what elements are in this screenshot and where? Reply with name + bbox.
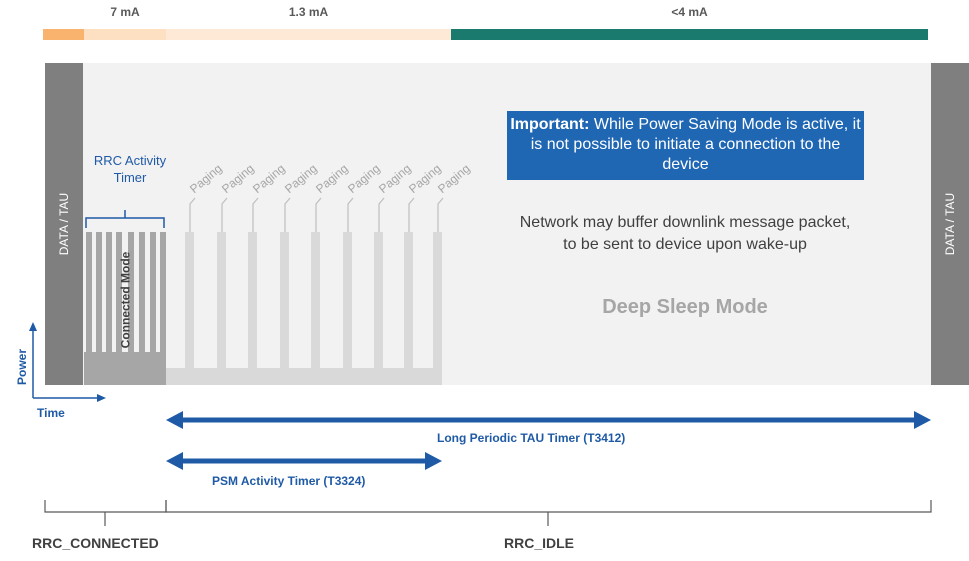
important-notice: Important: While Power Saving Mode is ac… bbox=[507, 111, 864, 180]
current-bar-psm bbox=[451, 29, 928, 40]
data-tau-column-right: DATA / TAU bbox=[931, 63, 969, 385]
paging-pulse bbox=[280, 232, 289, 368]
connected-mode-base bbox=[84, 352, 166, 385]
power-axis-label: Power bbox=[15, 348, 30, 386]
paging-pulse bbox=[433, 232, 442, 368]
deep-sleep-mode-label: Deep Sleep Mode bbox=[602, 296, 768, 318]
connected-pulse bbox=[96, 232, 102, 352]
paging-pulse bbox=[311, 232, 320, 368]
connected-pulse bbox=[106, 232, 112, 352]
current-bar-idle bbox=[166, 29, 451, 40]
tau-timer-label: Long Periodic TAU Timer (T3412) bbox=[437, 431, 626, 445]
data-tau-column-left: DATA / TAU bbox=[45, 63, 83, 385]
paging-pulse bbox=[248, 232, 257, 368]
rrc-idle-label: RRC_IDLE bbox=[504, 535, 575, 551]
current-label-connected: 7 mA bbox=[110, 5, 140, 19]
psm-timer-label: PSM Activity Timer (T3324) bbox=[212, 474, 366, 488]
connected-pulse bbox=[150, 232, 156, 352]
paging-pulse bbox=[343, 232, 352, 368]
connected-pulse bbox=[160, 232, 166, 352]
time-axis-label: Time bbox=[37, 406, 65, 420]
connected-pulse bbox=[116, 232, 122, 352]
connected-pulse bbox=[86, 232, 92, 352]
rrc-activity-timer-label: RRC Activity Timer bbox=[93, 153, 167, 185]
connected-pulse bbox=[139, 232, 145, 352]
current-bar-tau bbox=[43, 29, 84, 40]
idle-mode-base bbox=[166, 368, 442, 385]
connected-pulse bbox=[128, 232, 134, 352]
paging-pulse bbox=[185, 232, 194, 368]
paging-pulse bbox=[374, 232, 383, 368]
important-notice-text: While Power Saving Mode is active, it is… bbox=[530, 116, 861, 173]
paging-pulse bbox=[217, 232, 226, 368]
rrc-connected-label: RRC_CONNECTED bbox=[32, 535, 159, 551]
important-notice-heading: Important: bbox=[510, 116, 590, 133]
paging-pulse bbox=[404, 232, 413, 368]
current-bar-connected bbox=[84, 29, 166, 40]
current-label-psm: <4 mA bbox=[671, 5, 708, 19]
current-label-idle: 1.3 mA bbox=[288, 5, 329, 19]
network-buffer-note: Network may buffer downlink message pack… bbox=[519, 214, 851, 253]
